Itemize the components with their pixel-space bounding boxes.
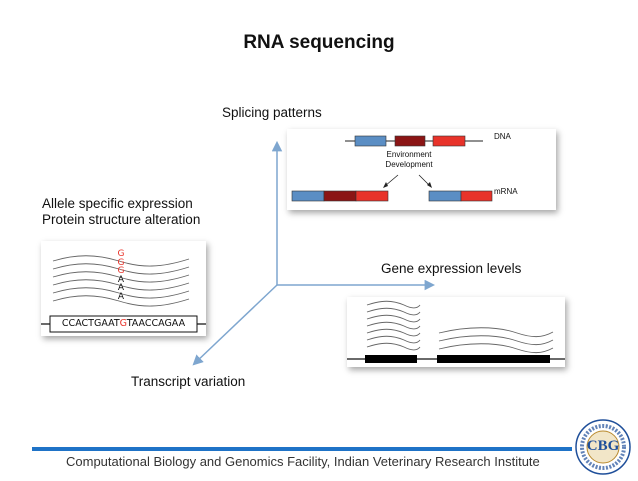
read-waves <box>41 255 206 333</box>
gene-expression-panel <box>347 297 565 367</box>
read-base: A <box>117 283 125 294</box>
expression-reads <box>347 300 565 363</box>
arrow-to-mrna-1 <box>384 174 399 187</box>
mrna-a-exon-3 <box>355 190 389 202</box>
read-base: G <box>117 266 125 277</box>
allele-heading-line1: Allele specific expression <box>42 196 193 211</box>
read-wave <box>366 314 421 323</box>
read-wave <box>366 335 421 344</box>
environment-label: Environment <box>386 150 432 159</box>
read-wave <box>52 263 190 275</box>
mrna-b-exon-3 <box>460 190 493 202</box>
reference-sequence: CCACTGAATGTAACCAGAA <box>51 317 196 331</box>
read-base: A <box>117 291 125 302</box>
dna-exon-1 <box>354 135 387 147</box>
read-wave <box>52 255 190 267</box>
read-wave <box>366 342 421 351</box>
dna-exon-3 <box>432 135 466 147</box>
diagonal-axis-arrow <box>192 284 278 366</box>
gene-block-1 <box>365 355 417 363</box>
read-base: A <box>117 274 125 285</box>
read-bases-column: G G G A A A <box>116 250 126 302</box>
read-wave <box>438 343 554 354</box>
read-wave <box>366 300 421 309</box>
read-wave <box>366 307 421 316</box>
dna-label: DNA <box>494 132 511 141</box>
read-wave <box>366 328 421 337</box>
sequence-prefix: CCACTGAAT <box>61 318 120 329</box>
mrna-a-exon-2 <box>323 190 357 202</box>
read-base: G <box>117 249 125 259</box>
mrna-b-exon-1 <box>428 190 462 202</box>
mrna-label: mRNA <box>494 187 518 196</box>
logo-text: CBG <box>586 438 620 454</box>
condition-label: Environment Development <box>369 150 449 170</box>
read-wave <box>52 271 190 283</box>
allele-heading-line2: Protein structure alteration <box>42 212 201 227</box>
read-wave <box>438 335 554 346</box>
reference-box <box>49 315 198 333</box>
read-base: G <box>117 257 125 268</box>
development-label: Development <box>385 160 433 169</box>
splicing-diagram <box>291 135 493 202</box>
read-wave <box>52 287 190 299</box>
footer-divider <box>32 447 572 451</box>
splicing-patterns-label: Splicing patterns <box>222 105 322 120</box>
sequence-suffix: TAACCAGAA <box>126 318 186 329</box>
footer-text: Computational Biology and Genomics Facil… <box>66 454 540 469</box>
gene-expression-label: Gene expression levels <box>381 261 522 276</box>
read-wave <box>438 327 554 338</box>
transcript-variation-label: Transcript variation <box>131 374 246 389</box>
sequence-variant: G <box>119 318 127 329</box>
read-wave <box>52 295 190 307</box>
read-wave <box>52 279 190 291</box>
seal-icon <box>575 419 631 475</box>
allele-expression-panel: G G G A A A CCACTGAATGTAACCAGAA <box>41 241 206 336</box>
slide-title: RNA sequencing <box>243 32 395 53</box>
dna-exon-2 <box>394 135 426 147</box>
institute-logo: CBG <box>574 418 632 476</box>
gene-block-2 <box>437 355 550 363</box>
mrna-a-exon-1 <box>291 190 325 202</box>
read-wave <box>366 321 421 330</box>
splicing-diagram-panel: DNA mRNA Environment Development <box>287 129 556 210</box>
